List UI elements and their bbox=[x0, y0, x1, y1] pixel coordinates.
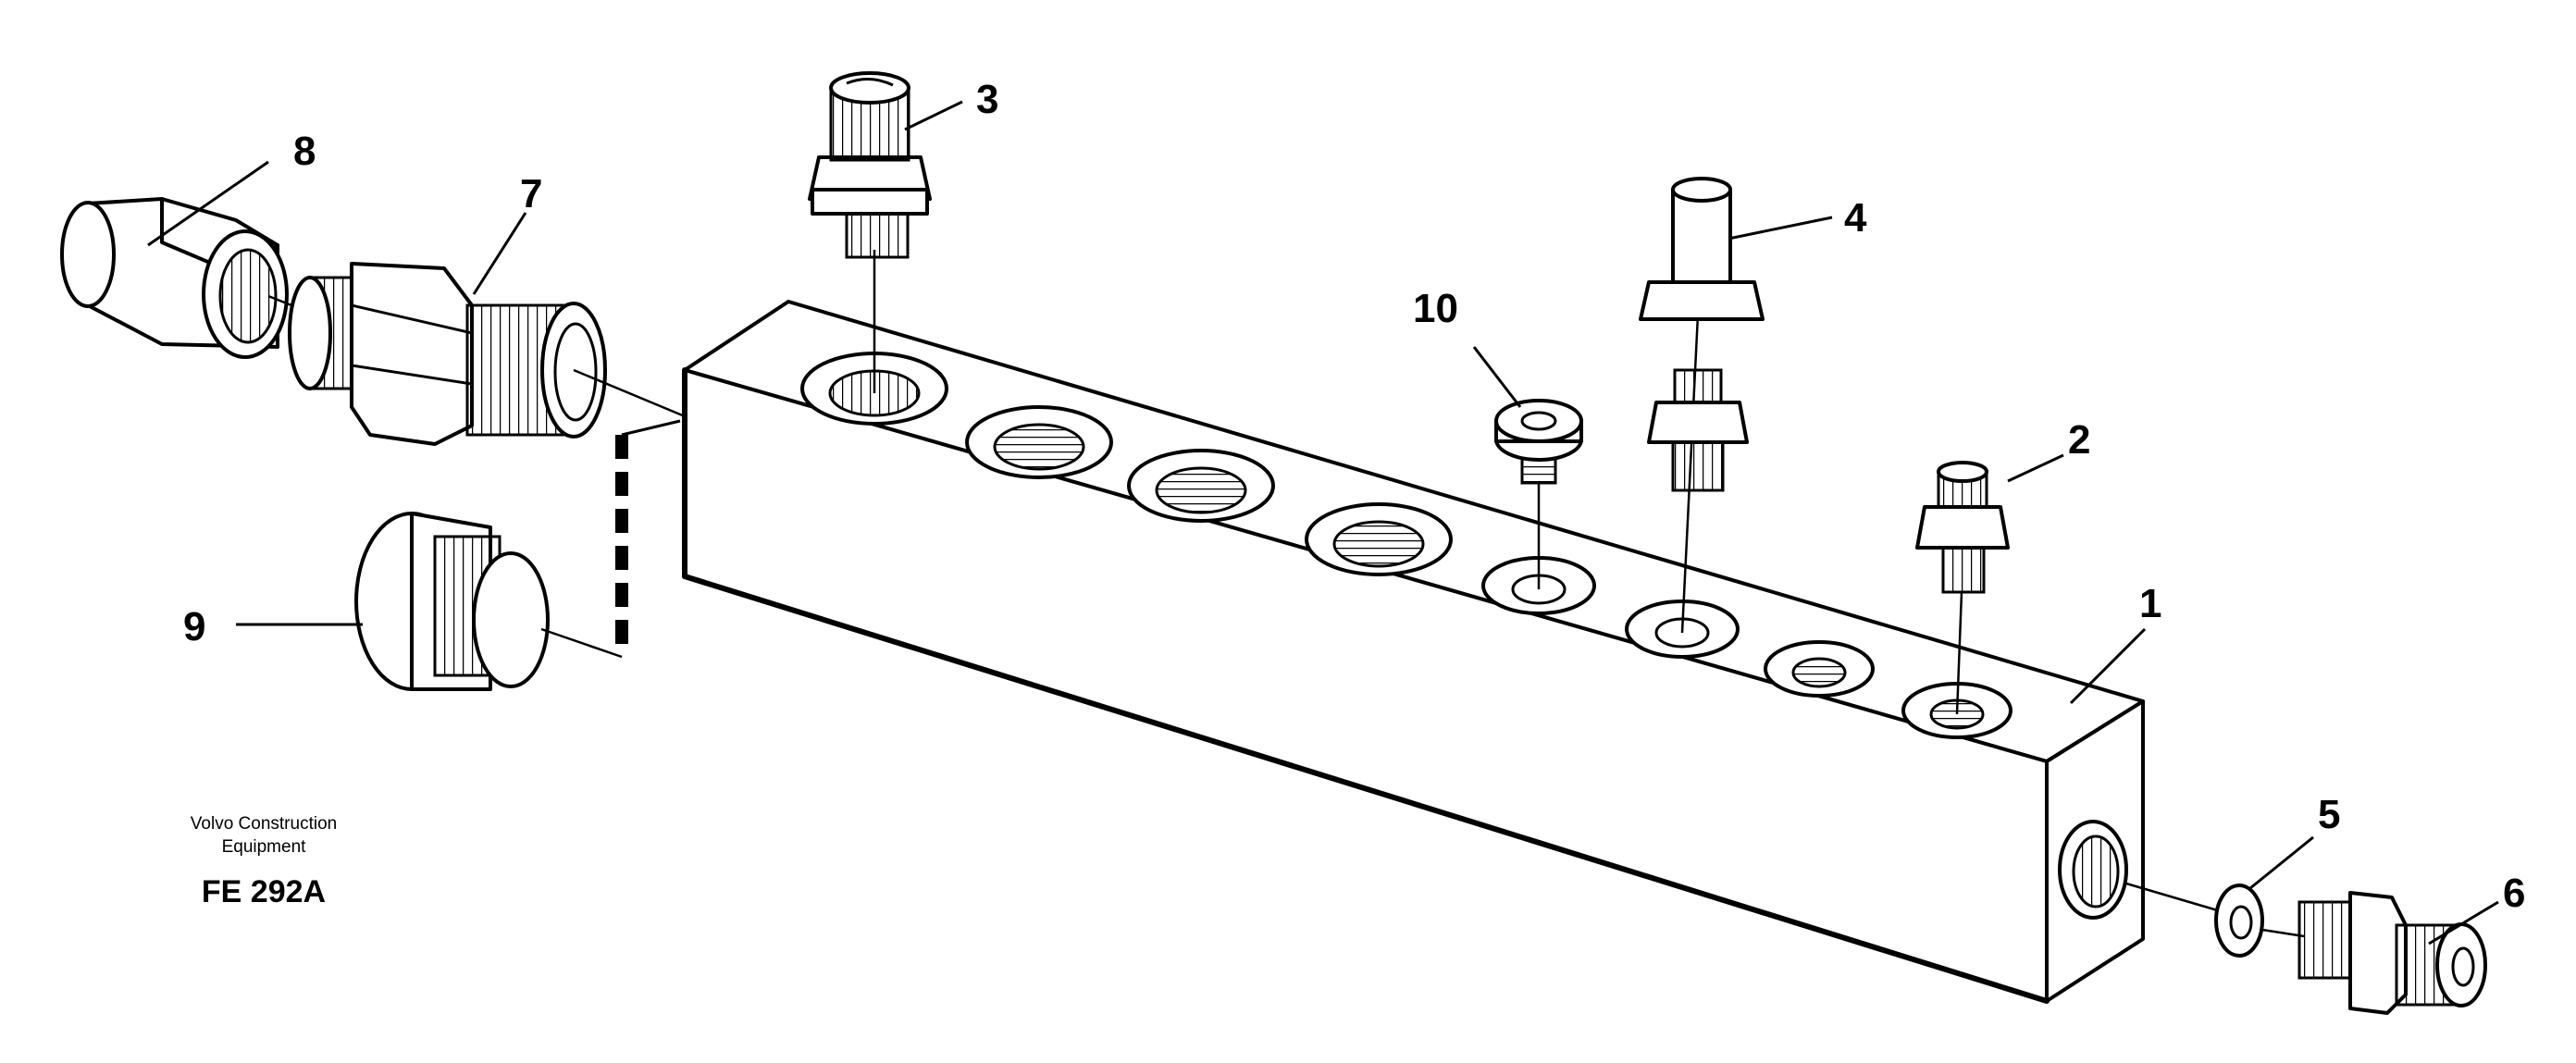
callout-9: 9 bbox=[183, 604, 205, 649]
part-2-plug bbox=[1915, 461, 2010, 715]
port-3 bbox=[1127, 449, 1275, 523]
callouts: 1 2 3 4 5 6 7 8 9 10 bbox=[183, 77, 2525, 916]
port-7 bbox=[1764, 640, 1875, 698]
caption-line-1: Volvo Construction bbox=[191, 814, 337, 834]
figure-caption: Volvo Construction Equipment FE 292A bbox=[191, 814, 337, 909]
part-4-sensor bbox=[1639, 177, 1765, 634]
callout-2: 2 bbox=[2068, 417, 2090, 463]
callout-8: 8 bbox=[293, 129, 316, 174]
port-4 bbox=[1305, 502, 1453, 576]
caption-line-2: Equipment bbox=[222, 837, 307, 857]
callout-3: 3 bbox=[976, 77, 998, 122]
part-6-adapter bbox=[2261, 891, 2487, 1015]
part-3-adapter bbox=[808, 71, 932, 393]
port-2 bbox=[965, 405, 1113, 479]
callout-6: 6 bbox=[2503, 871, 2525, 916]
callout-7: 7 bbox=[520, 171, 542, 216]
callout-5: 5 bbox=[2318, 792, 2340, 837]
callout-4: 4 bbox=[1844, 195, 1867, 241]
leader-lines bbox=[147, 100, 2499, 946]
part-10-plug bbox=[1494, 399, 1583, 589]
part-9-cap bbox=[354, 512, 623, 691]
callout-10: 10 bbox=[1413, 286, 1458, 331]
callout-1: 1 bbox=[2139, 581, 2161, 626]
part-5-washer bbox=[2125, 882, 2264, 958]
figure-code: FE 292A bbox=[202, 874, 326, 909]
part-8-nut bbox=[60, 197, 289, 359]
part-7-union bbox=[267, 262, 686, 446]
alignment-dashes bbox=[615, 419, 681, 657]
